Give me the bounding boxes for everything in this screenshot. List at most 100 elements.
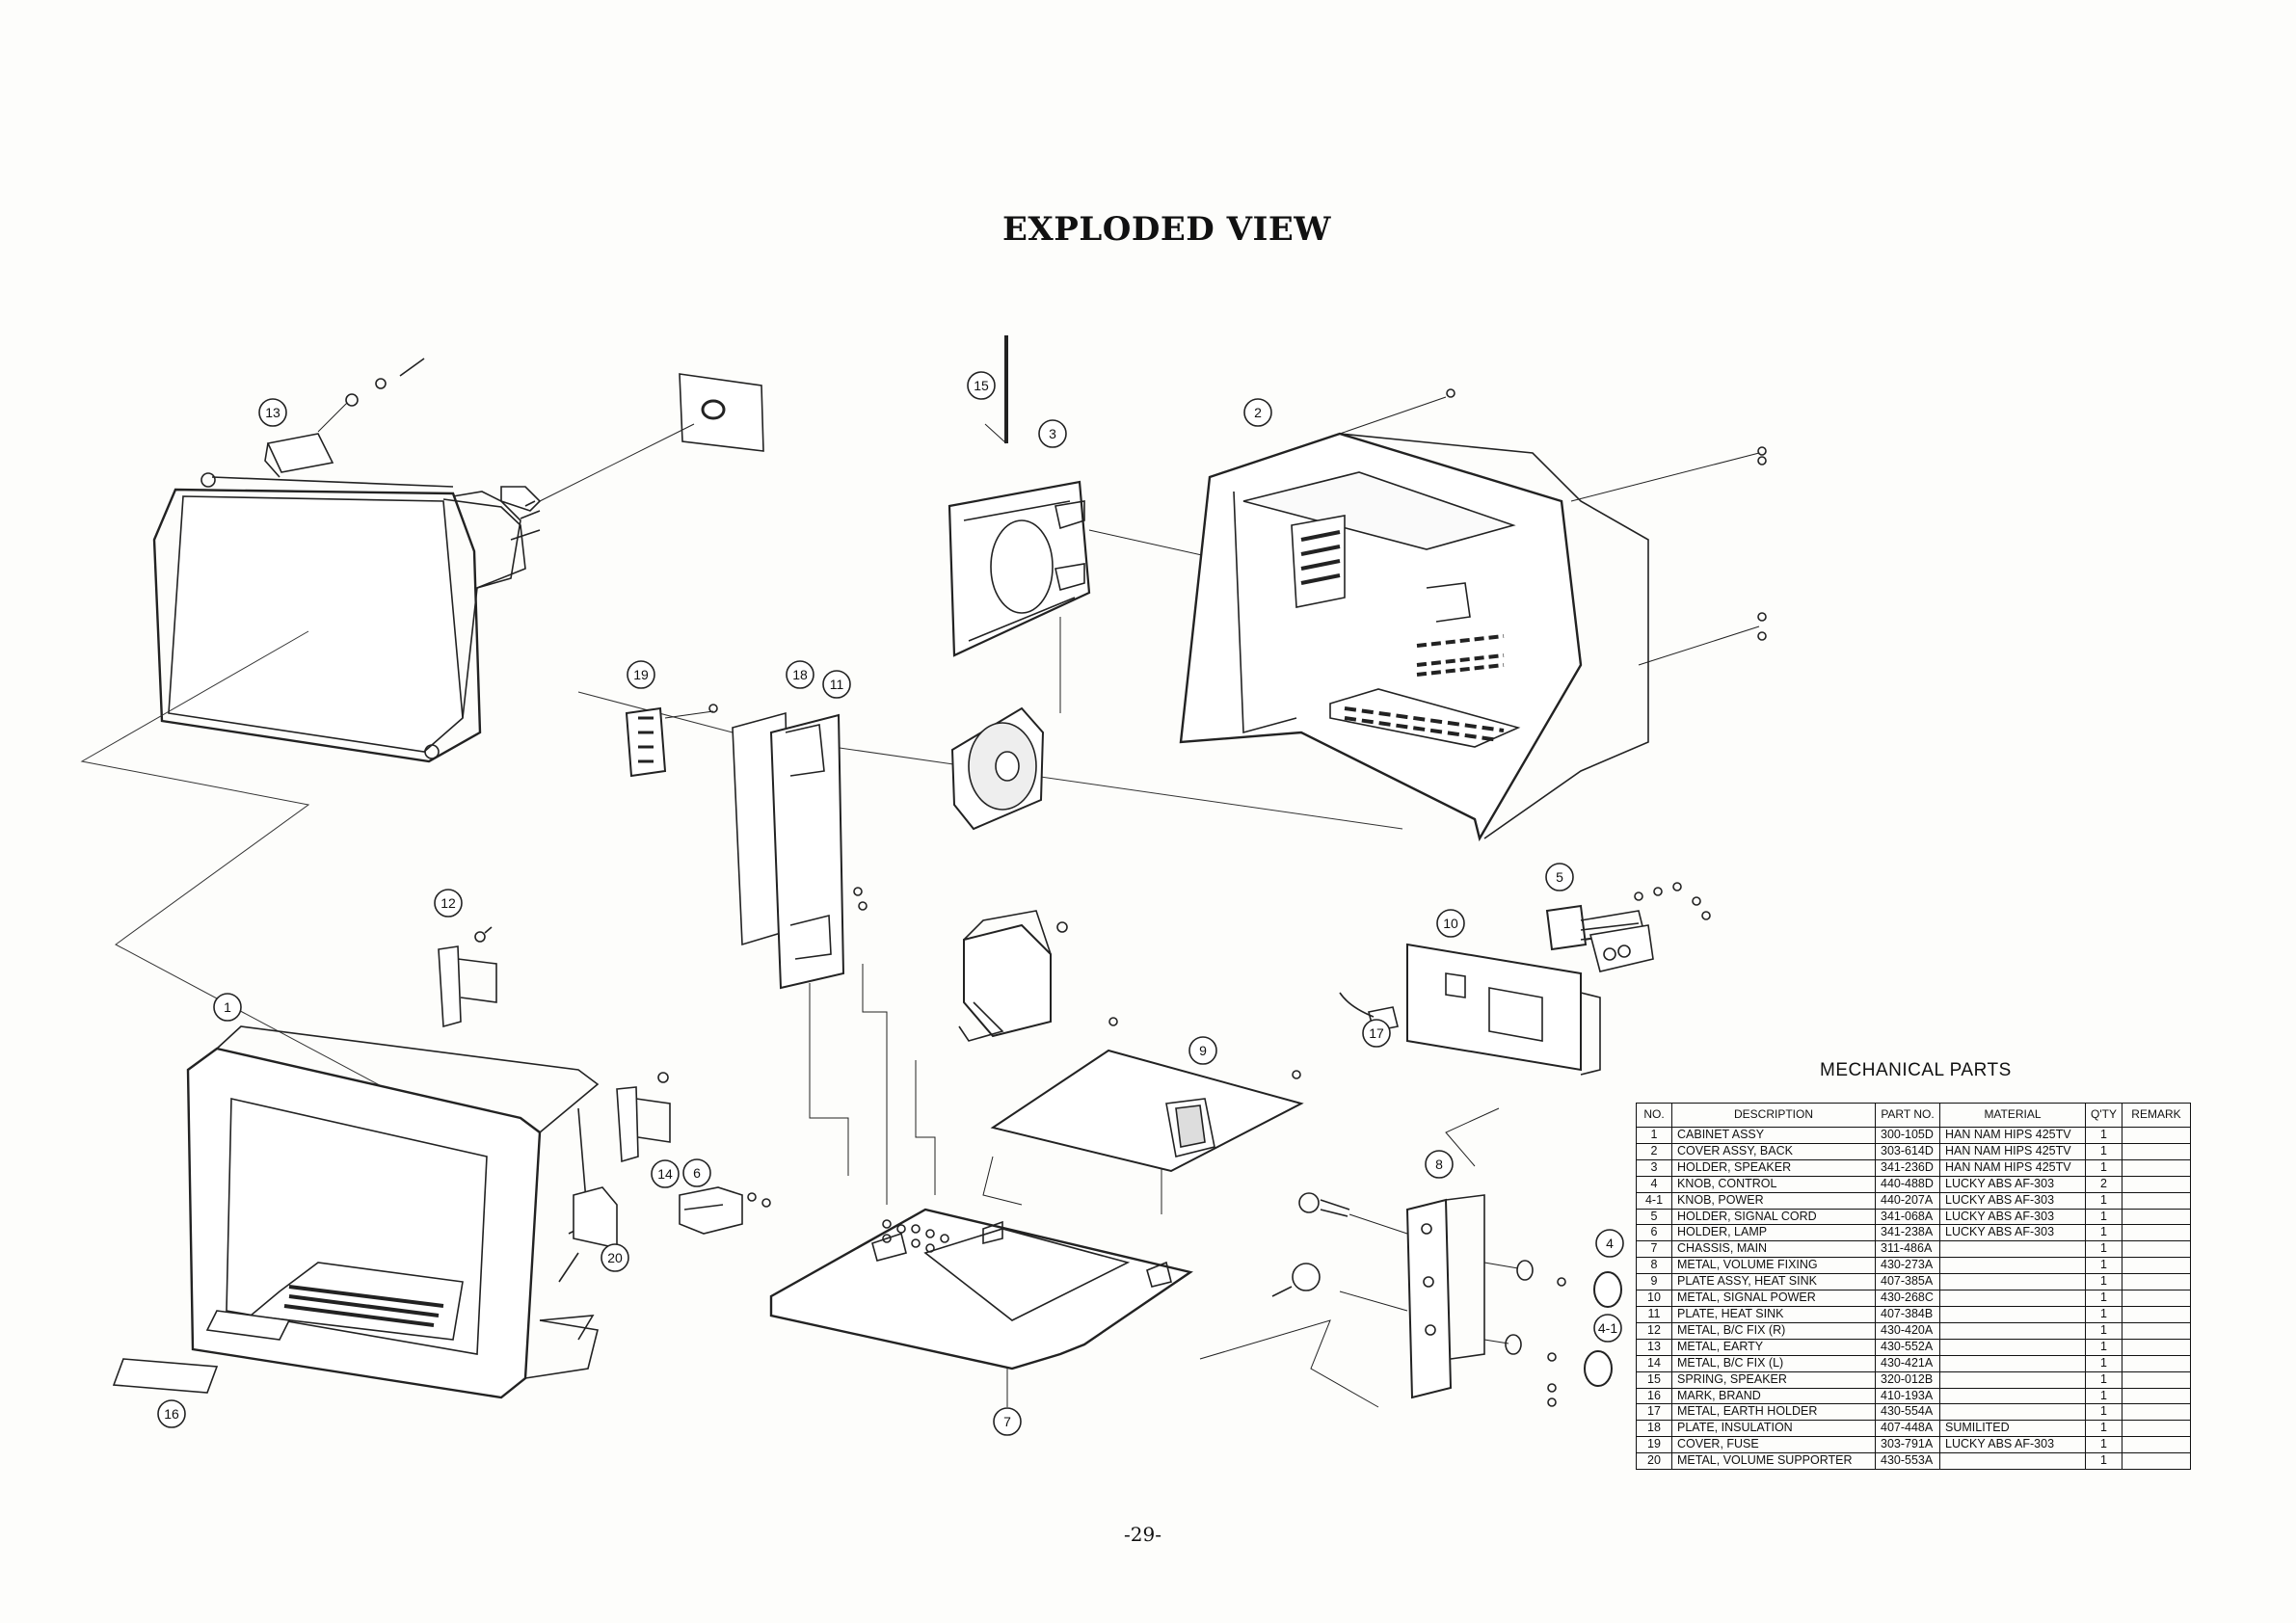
column-header: Q'TY: [2085, 1103, 2122, 1128]
table-cell-no: 1: [1636, 1127, 1672, 1144]
table-cell-part-no: 440-488D: [1875, 1175, 1940, 1193]
table-cell-remark: [2121, 1257, 2191, 1275]
table-cell-qty: 1: [2085, 1191, 2122, 1210]
table-cell-no: 17: [1636, 1403, 1672, 1422]
table-cell-material: [1939, 1354, 2086, 1372]
bc-fix-right: [438, 926, 497, 1028]
table-cell-description: METAL, VOLUME FIXING: [1671, 1257, 1876, 1275]
table-cell-description: METAL, B/C FIX (R): [1671, 1321, 1876, 1340]
table-cell-remark: [2121, 1420, 2191, 1438]
table-cell-material: [1939, 1403, 2086, 1422]
table-cell-part-no: 341-238A: [1875, 1224, 1940, 1242]
column-header: PART NO.: [1875, 1103, 1940, 1128]
table-cell-remark: [2121, 1436, 2191, 1454]
table-cell-qty: 1: [2085, 1240, 2122, 1259]
table-cell-part-no: 407-384B: [1875, 1305, 1940, 1323]
svg-text:18: 18: [792, 667, 808, 682]
svg-text:19: 19: [633, 667, 649, 682]
svg-text:17: 17: [1369, 1025, 1384, 1041]
table-cell-part-no: 300-105D: [1875, 1127, 1940, 1144]
fuse-cover: [625, 706, 714, 778]
svg-text:9: 9: [1199, 1043, 1207, 1058]
table-cell-qty: 1: [2085, 1208, 2122, 1226]
svg-text:13: 13: [265, 405, 280, 420]
table-cell-qty: 1: [2085, 1224, 2122, 1242]
svg-text:1: 1: [224, 999, 231, 1015]
table-cell-material: [1939, 1387, 2086, 1405]
table-cell-description: METAL, SIGNAL POWER: [1671, 1290, 1876, 1307]
main-chassis: [769, 1208, 1193, 1407]
callout-8: 8: [1425, 1150, 1454, 1179]
table-cell-qty: 1: [2085, 1338, 2122, 1356]
table-cell-no: 15: [1636, 1370, 1672, 1389]
table-cell-remark: [2121, 1142, 2191, 1160]
bc-fix-left: [616, 1072, 671, 1163]
table-cell-description: KNOB, POWER: [1671, 1191, 1876, 1210]
table-cell-material: LUCKY ABS AF-303: [1939, 1224, 2086, 1242]
table-cell-description: HOLDER, SIGNAL CORD: [1671, 1208, 1876, 1226]
table-cell-remark: [2121, 1354, 2191, 1372]
table-cell-no: 7: [1636, 1240, 1672, 1259]
svg-text:8: 8: [1435, 1157, 1443, 1172]
table-cell-material: LUCKY ABS AF-303: [1939, 1175, 2086, 1193]
table-cell-remark: [2121, 1224, 2191, 1242]
knobs: [1483, 1260, 1622, 1407]
back-cover: [1179, 388, 1767, 842]
table-cell-no: 5: [1636, 1208, 1672, 1226]
table-cell-description: PLATE ASSY, HEAT SINK: [1671, 1273, 1876, 1291]
brand-mark: [112, 1358, 219, 1394]
table-cell-material: LUCKY ABS AF-303: [1939, 1436, 2086, 1454]
table-cell-material: [1939, 1321, 2086, 1340]
transformer: [958, 910, 1068, 1042]
table-cell-part-no: 430-553A: [1875, 1452, 1940, 1471]
column-header: REMARK: [2121, 1103, 2191, 1128]
table-cell-no: 4-1: [1636, 1191, 1672, 1210]
table-cell-no: 20: [1636, 1452, 1672, 1471]
callout-4: 4: [1595, 1229, 1624, 1258]
volume-fixing-metal: [1405, 1194, 1485, 1399]
table-cell-description: PLATE, HEAT SINK: [1671, 1305, 1876, 1323]
callout-9: 9: [1188, 1036, 1217, 1065]
lamp-holder: [679, 1186, 771, 1235]
heat-sink-plates: [708, 704, 868, 990]
callout-16: 16: [157, 1399, 186, 1428]
table-cell-part-no: 303-614D: [1875, 1142, 1940, 1160]
signal-cord-holder: [1545, 882, 1711, 972]
table-cell-part-no: 311-486A: [1875, 1240, 1940, 1259]
svg-text:4-1: 4-1: [1598, 1320, 1617, 1336]
table-cell-material: [1939, 1370, 2086, 1389]
table-cell-remark: [2121, 1273, 2191, 1291]
speaker: [950, 706, 1045, 831]
table-cell-qty: 1: [2085, 1420, 2122, 1438]
callout-2: 2: [1243, 398, 1272, 427]
table-cell-material: SUMILITED: [1939, 1420, 2086, 1438]
svg-text:11: 11: [830, 677, 844, 692]
neck-plate: [539, 373, 764, 502]
table-cell-material: [1939, 1305, 2086, 1323]
table-cell-part-no: 430-552A: [1875, 1338, 1940, 1356]
table-cell-remark: [2121, 1387, 2191, 1405]
table-cell-qty: 1: [2085, 1305, 2122, 1323]
speaker-spring: [984, 335, 1008, 444]
table-cell-no: 16: [1636, 1387, 1672, 1405]
table-cell-qty: 1: [2085, 1354, 2122, 1372]
callout-10: 10: [1436, 909, 1465, 938]
table-cell-remark: [2121, 1321, 2191, 1340]
column-header: MATERIAL: [1939, 1103, 2086, 1128]
callout-5: 5: [1545, 863, 1574, 891]
table-cell-description: METAL, VOLUME SUPPORTER: [1671, 1452, 1876, 1471]
volume-supporter: [573, 1186, 618, 1249]
table-cell-part-no: 303-791A: [1875, 1436, 1940, 1454]
svg-text:20: 20: [607, 1250, 623, 1265]
